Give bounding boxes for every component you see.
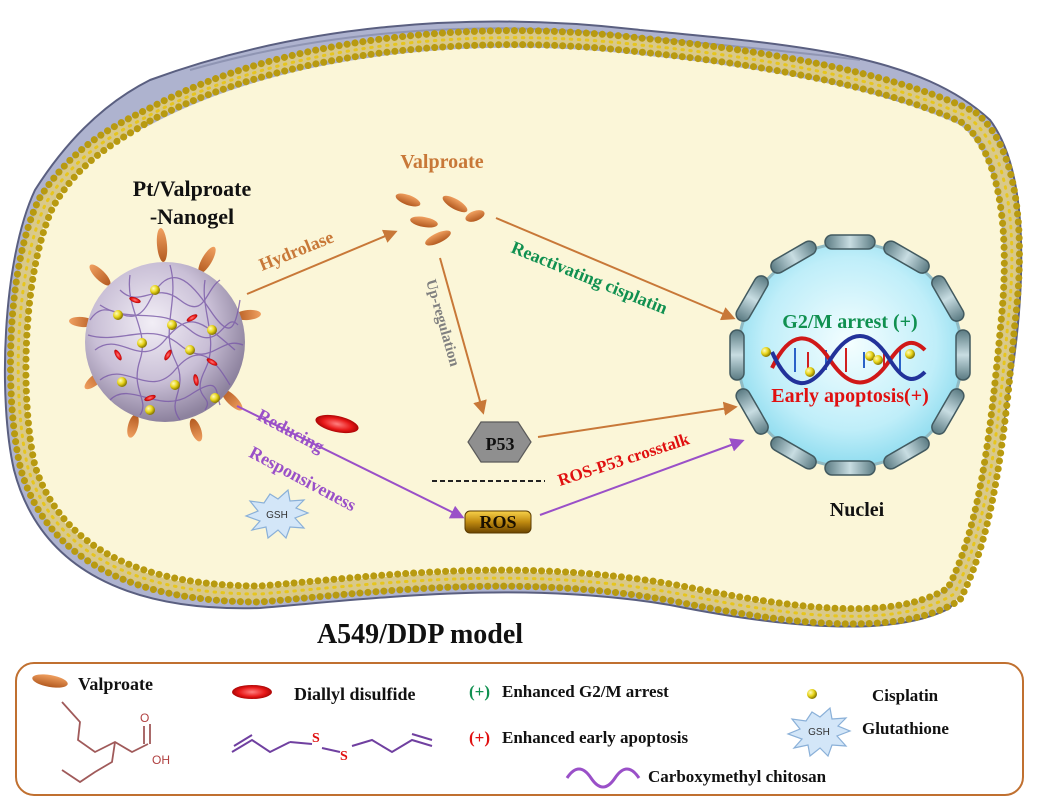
legend-valproate-icon <box>32 674 68 688</box>
legend-diallyl: Diallyl disulfide <box>294 684 416 704</box>
nanogel-icon <box>69 228 261 442</box>
legend-plus-green: (+) <box>469 682 490 701</box>
cell-membrane <box>7 27 1023 628</box>
model-title: A549/DDP model <box>317 619 523 650</box>
p53-label: P53 <box>486 434 515 454</box>
ros-label: ROS <box>479 512 516 532</box>
legend-gsh-icon: GSH <box>786 706 852 758</box>
p53-arrow <box>537 401 738 438</box>
legend-apoptosis: Enhanced early apoptosis <box>502 728 688 747</box>
ros-node: ROS <box>464 510 532 534</box>
legend-cisplatin: Cisplatin <box>872 686 939 705</box>
pathway-arrows <box>236 217 745 519</box>
nuclear-envelope-pores <box>729 234 971 476</box>
diallyl-disulfide-icon <box>315 414 359 434</box>
legend-carbonyl-o: O <box>140 711 149 725</box>
dna-helix-icon <box>761 334 927 386</box>
upregulation-arrow <box>439 257 487 415</box>
diallyl-structure-icon <box>231 733 433 754</box>
legend-gsh-label: GSH <box>808 727 830 738</box>
g2m-arrest-label: G2/M arrest (+) <box>782 311 917 333</box>
gsh-label: GSH <box>266 510 288 521</box>
legend-chitosan: Carboxymethyl chitosan <box>648 767 827 786</box>
nanogel-title-line1: Pt/Valproate <box>133 176 252 201</box>
legend-plus-red: (+) <box>469 728 490 747</box>
reactivating-arrow <box>495 217 736 321</box>
legend-cisplatin-icon <box>807 689 817 699</box>
valproate-cluster-icon <box>395 193 485 246</box>
nuclei-label: Nuclei <box>830 499 885 521</box>
gsh-star-icon: GSH <box>244 488 310 540</box>
valproate-spikes <box>69 228 261 442</box>
hydrolase-arrow <box>246 229 398 295</box>
early-apoptosis-label: Early apoptosis(+) <box>771 385 929 407</box>
ros-arrow <box>539 438 745 516</box>
legend-valproate: Valproate <box>78 674 153 694</box>
p53-node: P53 <box>467 421 532 463</box>
legend-diallyl-icon <box>232 685 272 699</box>
legend-glutathione: Glutathione <box>862 719 949 738</box>
valproate-title: Valproate <box>400 151 483 173</box>
legend: Valproate O OH Diallyl disulfide S S (+)… <box>15 662 1024 796</box>
legend-chitosan-icon <box>565 767 641 789</box>
legend-oh: OH <box>152 753 170 767</box>
nanogel-title-line2: -Nanogel <box>150 204 234 229</box>
valproate-structure-icon <box>61 701 151 784</box>
nucleus: G2/M arrest (+) Early apoptosis(+) <box>729 234 971 476</box>
legend-s2: S <box>340 749 348 764</box>
legend-s1: S <box>312 731 320 746</box>
reducing-arrow <box>236 405 465 519</box>
legend-g2m: Enhanced G2/M arrest <box>502 682 669 701</box>
